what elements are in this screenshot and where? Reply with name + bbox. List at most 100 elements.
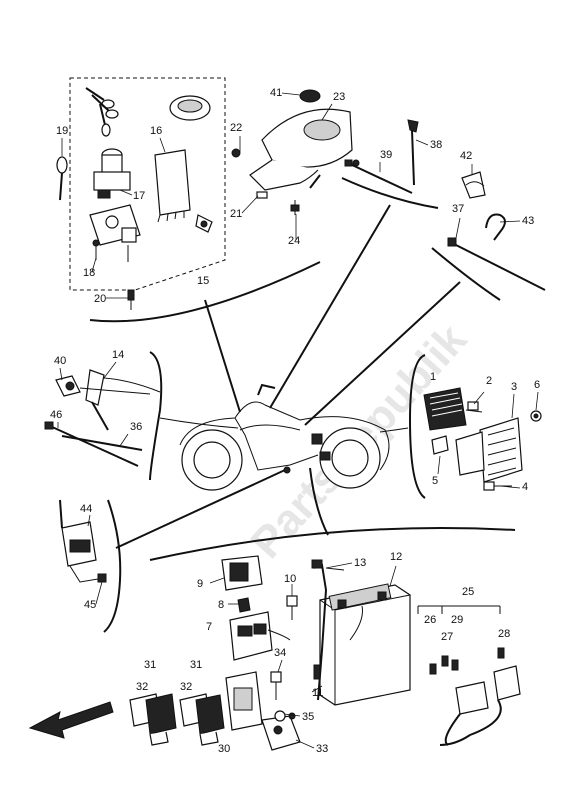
cable-tie-icon (344, 119, 419, 194)
cover-icon (455, 417, 523, 483)
leader-line-35 (283, 713, 301, 717)
part-label-26: 26 (424, 614, 436, 626)
sensor-icon (85, 369, 161, 431)
callout-bracket (431, 247, 501, 301)
bolt-icon (127, 289, 135, 310)
rectifier-icon (423, 387, 467, 431)
part-label-36: 36 (130, 421, 142, 433)
part-label-44: 44 (80, 503, 92, 515)
part-label-11: 11 (312, 687, 323, 699)
leader-line-36 (119, 433, 129, 447)
part-label-15: 15 (197, 275, 209, 287)
clamp-icon (461, 171, 486, 199)
leader-line-2 (473, 391, 485, 405)
cable-tie-icon (447, 237, 546, 291)
lean-sensor-icon (261, 710, 301, 751)
leader-line-18 (91, 257, 97, 273)
callout-bracket (149, 527, 516, 561)
part-label-31b: 31 (190, 659, 202, 671)
part-label-29: 29 (451, 614, 463, 626)
bolt-icon (270, 671, 282, 700)
cable-tie-icon (44, 421, 143, 467)
part-label-19: 19 (56, 125, 68, 137)
leader-line-40 (59, 367, 63, 381)
part-label-1: 1 (430, 371, 436, 383)
leader-line (115, 469, 286, 549)
part-label-34: 34 (274, 647, 286, 659)
fuse-holder-icon (439, 665, 521, 746)
part-label-46: 46 (50, 409, 62, 421)
part-label-40: 40 (54, 355, 66, 367)
part-label-32a: 32 (136, 681, 148, 693)
part-label-37: 37 (452, 203, 464, 215)
callout-bracket (89, 261, 321, 323)
leader-line-9 (209, 577, 225, 584)
part-label-9: 9 (197, 578, 203, 590)
leader-line-37 (455, 217, 461, 239)
fuse-icon (429, 647, 505, 675)
part-label-28: 28 (498, 628, 510, 640)
part-label-33: 33 (316, 743, 328, 755)
fuse-box-icon (129, 693, 177, 746)
leader-line-21 (241, 195, 259, 214)
leader-line-14 (103, 361, 117, 379)
battery-icon (319, 583, 411, 706)
leader-line-44 (87, 514, 91, 527)
part-label-43: 43 (522, 215, 534, 227)
part-label-24: 24 (288, 235, 300, 247)
leader-line-23 (321, 103, 333, 121)
part-label-45: 45 (84, 599, 96, 611)
coil-icon (59, 499, 107, 583)
relay-icon (225, 671, 263, 731)
leader-line (269, 204, 391, 409)
key-icon (56, 87, 119, 201)
leader-line-12 (389, 565, 397, 587)
leader-line-33 (295, 739, 315, 749)
leader-line-16 (159, 137, 166, 153)
leader-line-45 (95, 581, 103, 605)
part-label-17: 17 (133, 190, 145, 202)
starter-relay-icon (229, 597, 291, 661)
sensor-icon (195, 214, 213, 233)
part-label-31a: 31 (144, 659, 156, 671)
part-label-12: 12 (390, 551, 402, 563)
part-label-3: 3 (511, 381, 517, 393)
fuse-box-icon (179, 693, 225, 746)
fuel-cap-icon (169, 95, 211, 121)
leader-line-4 (499, 485, 521, 489)
callout-bracket (341, 177, 439, 209)
leader-line (204, 299, 241, 413)
leader-line-41 (281, 92, 301, 96)
front-arrow-icon (28, 701, 114, 739)
ignition-set-dashed-frame (69, 77, 226, 291)
part-label-14: 14 (112, 349, 124, 361)
callout-bracket (103, 499, 122, 633)
part-label-25: 25 (462, 586, 474, 598)
nut-icon (530, 410, 542, 422)
part-label-18: 18 (83, 267, 95, 279)
callout-bracket (149, 351, 163, 481)
part-label-5: 5 (432, 475, 438, 487)
part-label-8: 8 (218, 599, 224, 611)
battery-lead-icon (311, 559, 345, 701)
part-label-30: 30 (218, 743, 230, 755)
steering-lock-icon (89, 204, 141, 262)
part-label-22: 22 (230, 122, 242, 134)
part-label-39: 39 (380, 149, 392, 161)
part-label-16: 16 (150, 125, 162, 137)
leader-line (309, 467, 329, 536)
part-label-7: 7 (206, 621, 212, 633)
part-label-13: 13 (354, 557, 366, 569)
leader-line-11 (311, 685, 323, 693)
label-leader-lines (57, 92, 539, 749)
part-label-4: 4 (522, 481, 528, 493)
part-label-10: 10 (284, 573, 296, 585)
plate-icon (431, 435, 449, 455)
leader-line-34 (277, 659, 283, 673)
part-label-38: 38 (430, 139, 442, 151)
callout-bracket (408, 354, 426, 499)
part-label-27: 27 (441, 631, 453, 643)
leader-line-13 (325, 562, 353, 569)
